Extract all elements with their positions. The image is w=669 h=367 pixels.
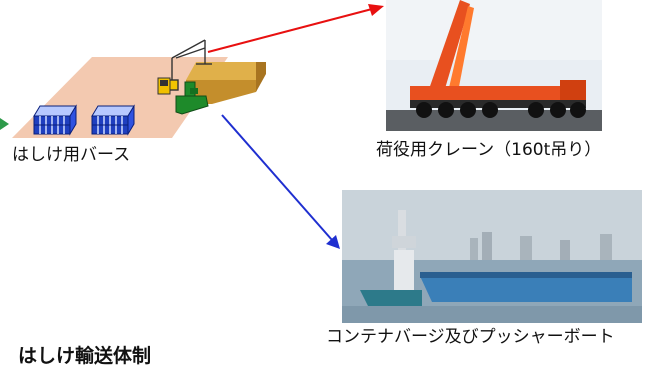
bottom-heading: はしけ輸送体制 bbox=[18, 345, 152, 367]
container-stack-icon bbox=[33, 104, 135, 136]
loader-vehicle-icon bbox=[157, 77, 209, 115]
berth-diagram bbox=[0, 0, 642, 323]
arrow-to-barge bbox=[221, 114, 340, 249]
crane-photo bbox=[386, 0, 602, 131]
crane-caption: 荷役用クレーン（160t吊り） bbox=[376, 140, 602, 160]
barge-caption: コンテナバージ及びプッシャーボート bbox=[326, 327, 615, 347]
incoming-arrow bbox=[0, 118, 9, 130]
barge-photo bbox=[342, 190, 642, 323]
arrow-to-crane bbox=[207, 4, 384, 53]
berth-label: はしけ用バース bbox=[12, 145, 131, 165]
